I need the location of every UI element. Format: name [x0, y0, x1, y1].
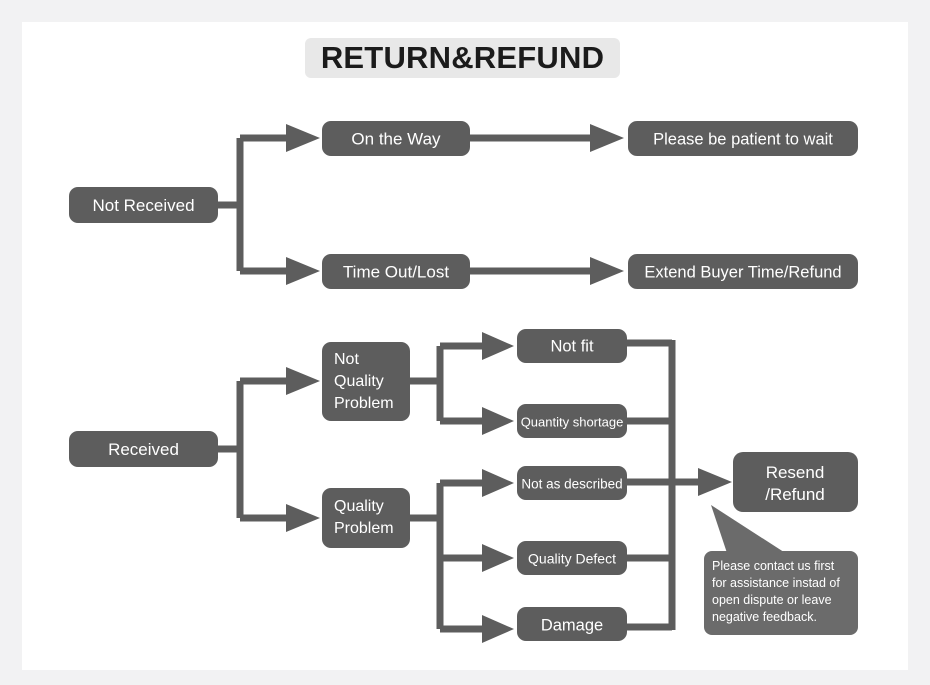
node-received[interactable]: Received: [69, 431, 218, 467]
connector-not-quality-fanout: [410, 332, 514, 435]
page-title-text: RETURN&REFUND: [320, 40, 605, 75]
arrowhead-quantity-shortage: [482, 407, 514, 435]
node-not-fit[interactable]: Not fit: [517, 329, 627, 363]
node-received-label: Received: [108, 440, 179, 459]
connector-received-bracket: [218, 367, 320, 532]
arrowhead-time-out: [286, 257, 320, 285]
callout-line-1: Please contact us first: [712, 559, 835, 573]
node-quality-defect[interactable]: Quality Defect: [517, 541, 627, 575]
callout-line-2: for assistance instad of: [712, 576, 840, 590]
arrowhead-not-quality-problem: [286, 367, 320, 395]
arrowhead-extend-refund: [590, 257, 624, 285]
callout-note: Please contact us first for assistance i…: [704, 505, 858, 635]
arrowhead-resend-refund: [698, 468, 732, 496]
node-not-quality-problem-label-line1: Not: [334, 351, 359, 368]
node-on-the-way[interactable]: On the Way: [322, 121, 470, 156]
node-resend-refund-label-line1: Resend: [766, 463, 825, 482]
node-damage-label: Damage: [541, 617, 603, 635]
node-not-as-described[interactable]: Not as described: [517, 466, 627, 500]
node-quality-problem-label-line2: Problem: [334, 520, 394, 537]
arrowhead-please-wait: [590, 124, 624, 152]
node-on-the-way-label: On the Way: [351, 130, 441, 149]
callout-body: [704, 551, 858, 635]
node-not-quality-problem[interactable]: Not Quality Problem: [322, 342, 410, 421]
arrowhead-not-as-described: [482, 469, 514, 497]
arrowhead-quality-problem: [286, 504, 320, 532]
node-quality-defect-label: Quality Defect: [528, 551, 616, 567]
connector-not-received-bracket: [218, 124, 320, 285]
node-extend-buyer-time[interactable]: Extend Buyer Time/Refund: [628, 254, 858, 289]
node-quantity-shortage[interactable]: Quantity shortage: [517, 404, 627, 438]
node-damage[interactable]: Damage: [517, 607, 627, 641]
arrowhead-not-fit: [482, 332, 514, 360]
connector-on-the-way-to-wait: [470, 124, 624, 152]
page-title: RETURN&REFUND: [305, 38, 620, 78]
arrowhead-damage: [482, 615, 514, 643]
node-not-fit-label: Not fit: [550, 338, 594, 356]
node-not-received[interactable]: Not Received: [69, 187, 218, 223]
node-time-out-lost-label: Time Out/Lost: [343, 263, 449, 282]
node-not-as-described-label: Not as described: [521, 477, 622, 492]
node-not-quality-problem-label-line2: Quality: [334, 373, 384, 390]
node-quality-problem[interactable]: Quality Problem: [322, 488, 410, 548]
node-please-be-patient-label: Please be patient to wait: [653, 131, 833, 149]
node-resend-refund[interactable]: Resend /Refund: [733, 452, 858, 512]
node-extend-buyer-time-label: Extend Buyer Time/Refund: [644, 264, 841, 282]
arrowhead-quality-defect: [482, 544, 514, 572]
callout-line-3: open dispute or leave: [712, 593, 832, 607]
connector-merge-bus: [627, 339, 732, 631]
node-please-be-patient[interactable]: Please be patient to wait: [628, 121, 858, 156]
node-quantity-shortage-label: Quantity shortage: [521, 415, 624, 430]
node-time-out-lost[interactable]: Time Out/Lost: [322, 254, 470, 289]
callout-line-4: negative feedback.: [712, 610, 817, 624]
arrowhead-on-the-way: [286, 124, 320, 152]
node-resend-refund-label-line2: /Refund: [765, 485, 825, 504]
callout-tail-shape: [711, 505, 790, 562]
node-not-quality-problem-label-line3: Problem: [334, 395, 394, 412]
node-quality-problem-label-line1: Quality: [334, 498, 384, 515]
node-not-received-label: Not Received: [92, 196, 194, 215]
connector-timeout-to-extend: [470, 257, 624, 285]
connector-quality-fanout: [410, 469, 514, 643]
